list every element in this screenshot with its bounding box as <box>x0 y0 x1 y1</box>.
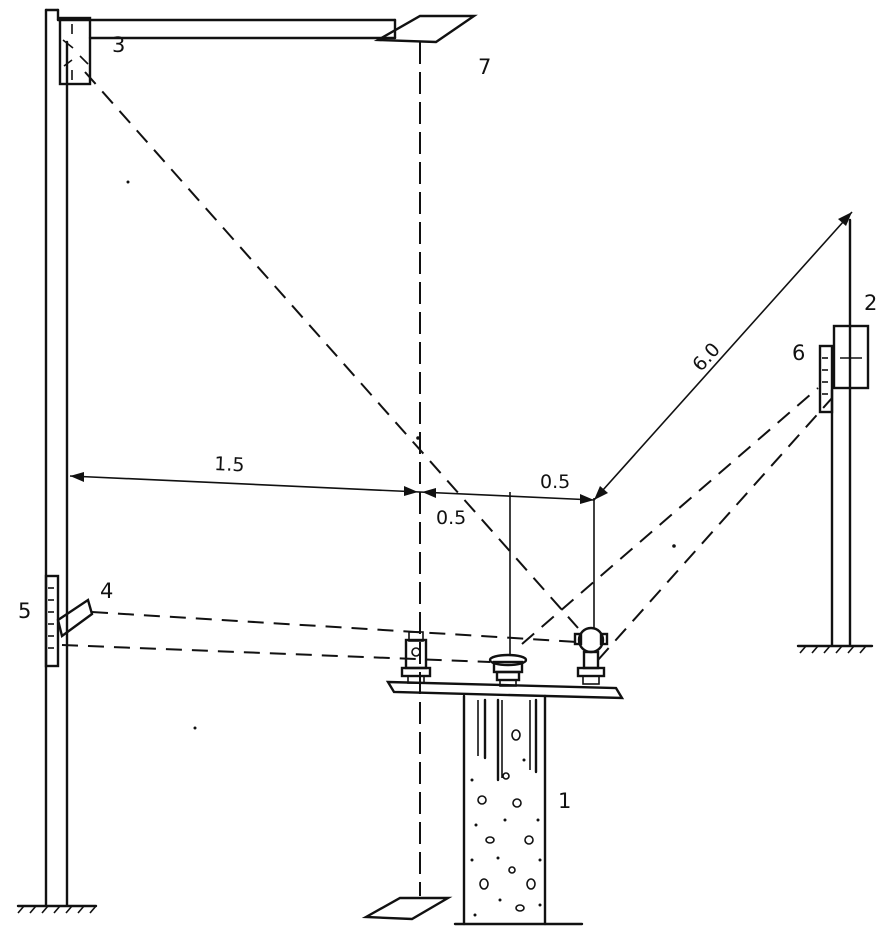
instrument-middle <box>488 653 528 687</box>
label-left-target: 4 <box>100 579 113 603</box>
label-top-target: 3 <box>112 33 125 57</box>
instrument-left <box>400 631 432 684</box>
right-scale <box>818 344 834 414</box>
dim-right-distance: 0.5 <box>540 471 570 493</box>
label-left-scale: 5 <box>18 599 31 623</box>
left-target <box>56 598 94 639</box>
right-target-box <box>832 324 870 390</box>
bottom-plate <box>361 896 453 921</box>
right-post <box>796 218 874 654</box>
label-pillar: 1 <box>558 789 571 813</box>
label-top-plate: 7 <box>478 55 491 79</box>
instrument-right <box>573 626 609 685</box>
left-scale <box>44 574 60 668</box>
instrument-platform <box>385 680 625 700</box>
sight-lines <box>61 71 833 663</box>
label-right-scale: 6 <box>792 341 805 365</box>
dim-middle-distance: 0.5 <box>436 507 466 529</box>
dimension-line-horizontal <box>69 472 595 504</box>
top-target <box>58 16 92 86</box>
dim-diagonal-distance: 6.0 <box>688 339 725 376</box>
dim-left-distance: 1.5 <box>214 453 245 476</box>
top-plate <box>373 14 478 44</box>
concrete-pillar <box>453 694 584 926</box>
label-right-post: 2 <box>864 291 877 315</box>
left-post <box>44 8 397 907</box>
dimension-line-diagonal <box>593 211 853 501</box>
left-post-ground <box>16 904 98 914</box>
